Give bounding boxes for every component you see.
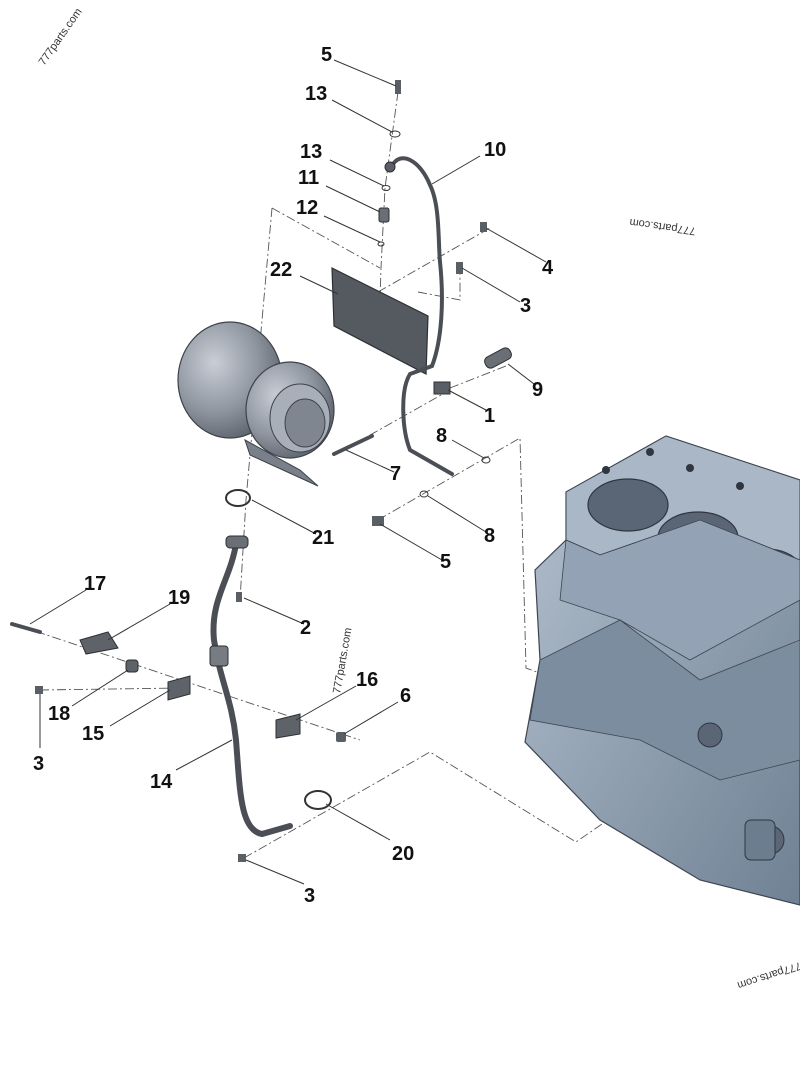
callout-3: 3 bbox=[33, 753, 44, 775]
watermark-top-left: 777parts.com bbox=[37, 6, 85, 67]
callout-6: 6 bbox=[400, 685, 411, 707]
callout-22: 22 bbox=[270, 259, 292, 281]
callout-7: 7 bbox=[390, 463, 401, 485]
callout-19: 19 bbox=[168, 587, 190, 609]
callout-13: 13 bbox=[305, 83, 327, 105]
watermark-bottom-right: 777parts.com bbox=[736, 959, 800, 991]
oil-feed-fitting bbox=[384, 161, 396, 173]
callout-18: 18 bbox=[48, 703, 70, 725]
callout-2: 2 bbox=[300, 617, 311, 639]
callout-17: 17 bbox=[84, 573, 106, 595]
callout-labels: 5 13 13 10 11 12 4 22 3 9 1 8 7 8 21 5 1… bbox=[33, 44, 554, 907]
callout-16: 16 bbox=[356, 669, 378, 691]
drain-hose-joint bbox=[209, 645, 229, 667]
callout-21: 21 bbox=[312, 527, 334, 549]
callout-9: 9 bbox=[532, 379, 543, 401]
callout-5: 5 bbox=[321, 44, 332, 66]
callout-15: 15 bbox=[82, 723, 104, 745]
callout-14: 14 bbox=[150, 771, 173, 793]
callout-4: 4 bbox=[542, 257, 554, 279]
drain-flange bbox=[225, 535, 249, 549]
callout-13: 13 bbox=[300, 141, 322, 163]
turbocharger bbox=[177, 321, 335, 487]
oil-drain-tube bbox=[210, 541, 293, 838]
cylinder-block bbox=[524, 435, 800, 906]
callout-12: 12 bbox=[296, 197, 318, 219]
watermark-upper-right: 777parts.com bbox=[629, 216, 697, 237]
callout-3: 3 bbox=[520, 295, 531, 317]
callout-11: 11 bbox=[298, 167, 319, 189]
hardware-parts bbox=[10, 80, 512, 862]
callout-1: 1 bbox=[484, 405, 495, 427]
leader-lines bbox=[29, 59, 547, 885]
heat-shield bbox=[331, 267, 429, 375]
callout-5: 5 bbox=[440, 551, 451, 573]
callout-3: 3 bbox=[304, 885, 315, 907]
callout-8: 8 bbox=[436, 425, 447, 447]
oil-feed-line bbox=[390, 156, 454, 476]
callout-20: 20 bbox=[392, 843, 414, 865]
callout-8: 8 bbox=[484, 525, 495, 547]
watermark-center: 777parts.com bbox=[331, 627, 354, 695]
callout-10: 10 bbox=[484, 139, 506, 161]
